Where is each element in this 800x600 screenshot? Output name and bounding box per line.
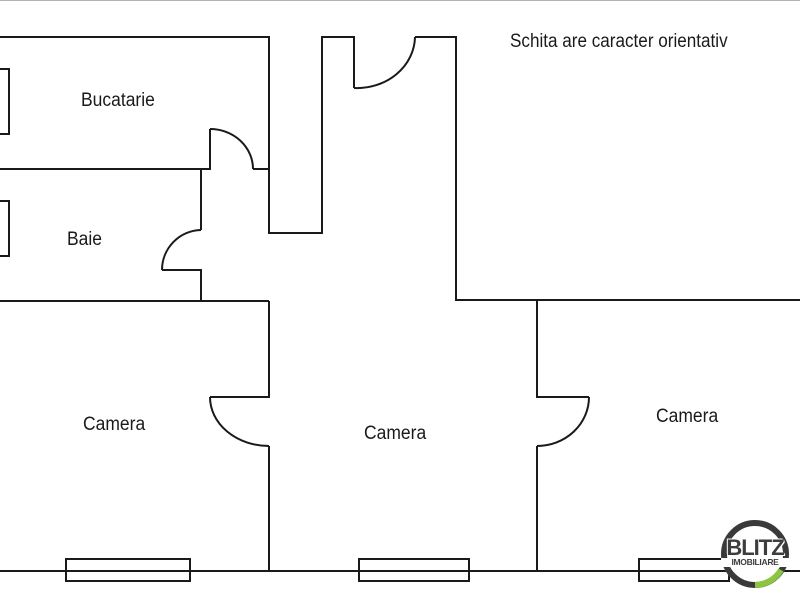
left-room-walls — [210, 301, 270, 571]
kitchen-door-arc — [209, 128, 254, 170]
room-label-center: Camera — [364, 423, 427, 444]
kitchen-walls — [0, 36, 355, 234]
top-border — [0, 0, 800, 1]
center-room-walls — [536, 300, 589, 571]
entry-door-arc — [353, 36, 416, 90]
window-center — [358, 558, 470, 582]
right-room-door-arc — [536, 396, 590, 447]
window-bathroom — [0, 200, 10, 257]
window-kitchen — [0, 68, 10, 135]
room-label-kitchen: Bucatarie — [81, 90, 155, 111]
room-label-bathroom: Baie — [67, 229, 102, 250]
room-label-right: Camera — [656, 406, 719, 427]
logo-sub-text: IMOBILIARE — [721, 558, 789, 567]
logo-ring-icon — [721, 520, 789, 588]
window-left — [65, 558, 191, 582]
blitz-logo: BLITZ IMOBILIARE — [719, 518, 791, 590]
disclaimer-note: Schita are caracter orientativ — [510, 31, 728, 52]
left-room-door-arc — [209, 396, 270, 447]
bathroom-door-arc — [161, 229, 202, 271]
bathroom-walls — [0, 169, 269, 302]
logo-main-text: BLITZ — [726, 535, 784, 560]
room-label-left: Camera — [83, 414, 146, 435]
entry-walls — [415, 36, 800, 301]
